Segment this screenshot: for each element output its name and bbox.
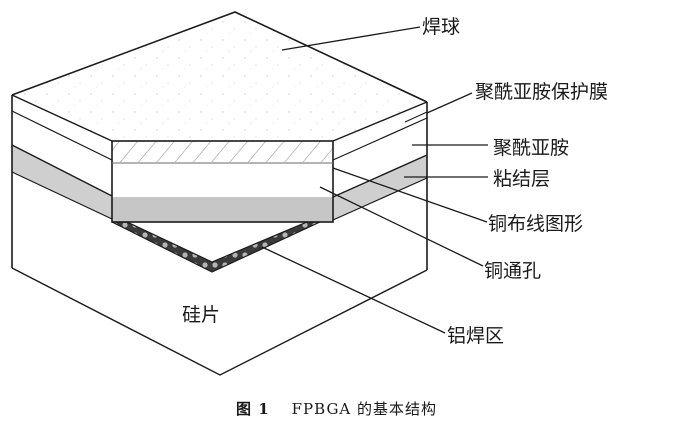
figure-caption-text: FPBGA 的基本结构	[291, 400, 438, 418]
label-polyimide-protective-film: 聚酰亚胺保护膜	[475, 81, 609, 103]
silicon-wafer-outline	[11, 267, 428, 376]
left-layer-faces	[11, 110, 113, 220]
figure-caption: 图 1 FPBGA 的基本结构	[0, 398, 673, 419]
label-adhesive-layer: 粘结层	[493, 168, 551, 190]
label-solder-ball: 焊球	[422, 16, 461, 38]
label-aluminum-pad: 铝焊区	[447, 325, 505, 347]
label-polyimide: 聚酰亚胺	[493, 137, 570, 159]
figure-number: 图 1	[235, 400, 270, 418]
cutaway-box	[111, 140, 334, 223]
right-layer-faces	[332, 111, 428, 221]
label-silicon-wafer: 硅片	[182, 304, 221, 326]
label-copper-via: 铜通孔	[484, 260, 542, 282]
aluminum-pad	[111, 221, 321, 273]
leader-lines	[261, 26, 488, 334]
fpbga-structure-diagram	[11, 11, 488, 376]
label-copper-wiring-pattern: 铜布线图形	[488, 213, 584, 235]
top-surface	[11, 11, 428, 142]
